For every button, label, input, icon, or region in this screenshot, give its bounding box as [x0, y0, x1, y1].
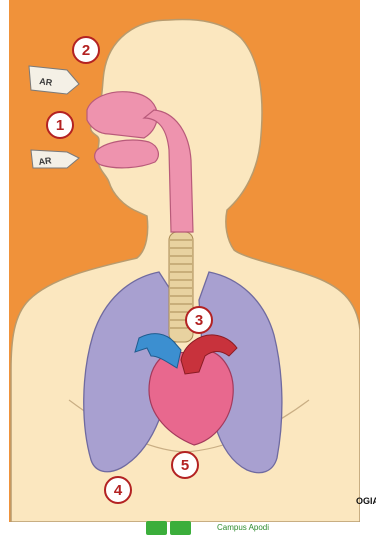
footer-green-button-right[interactable] — [170, 521, 191, 535]
air-label-inhale: AR — [38, 155, 53, 167]
footer-button-group — [146, 521, 191, 535]
marker-3: 3 — [186, 307, 212, 333]
nasal-cavity — [87, 92, 157, 138]
marker-5: 5 — [172, 452, 198, 478]
air-label-exhale: AR — [39, 76, 54, 88]
marker-4: 4 — [105, 477, 131, 503]
marker-3-label: 3 — [195, 312, 203, 329]
marker-2: 2 — [73, 37, 99, 63]
footer-green-button-left[interactable] — [146, 521, 167, 535]
marker-2-label: 2 — [82, 42, 90, 59]
campus-apodi-link[interactable]: Campus Apodi — [217, 523, 269, 532]
marker-1-label: 1 — [56, 117, 64, 134]
marker-5-label: 5 — [181, 457, 189, 474]
marker-1: 1 — [47, 112, 73, 138]
clipped-caption-text: OGIA — [356, 496, 376, 506]
respiratory-system-diagram: AR AR 1 2 3 4 5 — [9, 0, 360, 522]
marker-4-label: 4 — [114, 482, 123, 499]
